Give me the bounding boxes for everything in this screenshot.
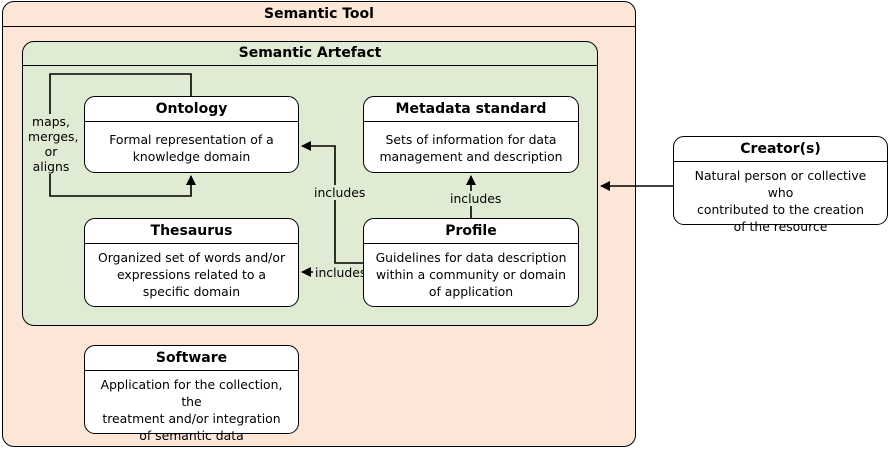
semantic-tool-title: Semantic Tool bbox=[3, 2, 635, 27]
metadata-standard-description: Sets of information for data management … bbox=[379, 132, 563, 164]
metadata-standard-title: Metadata standard bbox=[364, 97, 578, 122]
semantic-artefact-title: Semantic Artefact bbox=[23, 42, 597, 66]
thesaurus-card: Thesaurus Organized set of words and/or … bbox=[84, 218, 299, 307]
profile-metadata-includes-label: includes bbox=[448, 191, 502, 206]
profile-card: Profile Guidelines for data description … bbox=[363, 218, 579, 307]
ontology-title: Ontology bbox=[85, 97, 298, 122]
metadata-standard-card: Metadata standard Sets of information fo… bbox=[363, 96, 579, 173]
creator-card: Creator(s) Natural person or collective … bbox=[673, 136, 888, 234]
software-description: Application for the collection, the trea… bbox=[100, 377, 283, 443]
creator-description: Natural person or collective who contrib… bbox=[694, 168, 867, 234]
creator-title: Creator(s) bbox=[674, 137, 887, 162]
profile-thesaurus-includes-label: includes bbox=[313, 265, 367, 280]
profile-title: Profile bbox=[364, 219, 578, 244]
ontology-description: Formal representation of a knowledge dom… bbox=[109, 132, 274, 164]
ontology-card: Ontology Formal representation of a know… bbox=[84, 96, 299, 173]
profile-to-ontology-edge bbox=[301, 141, 363, 264]
maps-merges-aligns-label: maps, merges, or aligns bbox=[26, 114, 79, 174]
profile-ontology-includes-label: includes bbox=[312, 185, 366, 200]
thesaurus-title: Thesaurus bbox=[85, 219, 298, 244]
thesaurus-description: Organized set of words and/or expression… bbox=[97, 250, 286, 299]
profile-description: Guidelines for data description within a… bbox=[375, 250, 567, 299]
software-card: Software Application for the collection,… bbox=[84, 345, 299, 443]
software-title: Software bbox=[85, 346, 298, 371]
